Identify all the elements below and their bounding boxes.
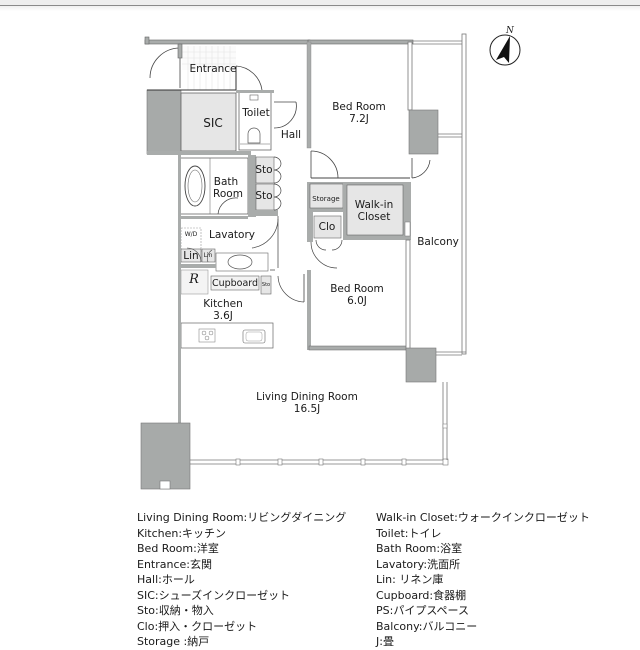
legend-item: Bed Room:洋室 <box>137 542 219 555</box>
room-hall: Hall <box>280 129 302 141</box>
room-bath-line1: Bath <box>213 176 239 188</box>
legend-item: Lin: リネン庫 <box>376 573 444 586</box>
room-linen-1: Lin <box>183 250 199 262</box>
legend-item: Kitchen:キッチン <box>137 526 227 540</box>
entrance-floor <box>182 46 236 90</box>
room-balcony: Balcony <box>417 236 459 248</box>
legend-item: Clo:押入・クローゼット <box>137 619 258 633</box>
legend-left: Living Dining Room:リビングダイニング Kitchen:キッチ… <box>137 510 346 650</box>
room-linen-2: Lin <box>203 252 213 259</box>
room-sto-3: Sto <box>261 282 271 288</box>
room-bath-line2: Room <box>213 188 243 200</box>
legend-item: Toilet:トイレ <box>376 526 442 540</box>
north-compass-icon <box>489 34 521 66</box>
room-cupboard: Cupboard <box>211 278 259 289</box>
room-bedroom-1-size: 7.2J <box>349 113 369 125</box>
top-shade <box>0 6 640 11</box>
room-kitchen-size: 3.6J <box>213 310 233 322</box>
legend-item: Cupboard:食器棚 <box>376 588 467 602</box>
room-entrance: Entrance <box>189 63 237 75</box>
room-walkin-line2: Closet <box>357 211 391 223</box>
floor-plan <box>140 33 467 490</box>
legend-right: Walk-in Closet:ウォークインクローゼット Toilet:トイレ B… <box>376 510 590 650</box>
room-living-dining: Living Dining Room <box>256 391 358 403</box>
legend-item: Bath Room:浴室 <box>376 542 463 555</box>
top-border-bar <box>0 0 640 6</box>
legend-item: J:畳 <box>376 635 394 648</box>
room-clo: Clo <box>318 221 336 233</box>
room-toilet: Toilet <box>242 107 270 119</box>
legend-item: Living Dining Room:リビングダイニング <box>137 511 347 524</box>
room-bedroom-2: Bed Room <box>330 283 384 295</box>
legend-item: Entrance:玄関 <box>137 557 212 571</box>
washer-dryer: W/D <box>184 231 198 238</box>
room-sic: SIC <box>203 116 223 130</box>
legend-item: Lavatory:洗面所 <box>376 557 461 571</box>
legend-item: SIC:シューズインクローゼット <box>137 588 291 602</box>
compass-north-label: N <box>506 26 514 36</box>
refrigerator: R <box>189 272 199 287</box>
legend-item: Sto:収納・物入 <box>137 604 214 617</box>
room-storage: Storage <box>312 195 340 203</box>
legend-item: Storage :納戸 <box>137 635 210 648</box>
room-lavatory: Lavatory <box>208 229 256 241</box>
room-kitchen: Kitchen <box>203 298 243 310</box>
room-sto-2: Sto <box>255 190 273 202</box>
legend-item: Walk-in Closet:ウォークインクローゼット <box>376 511 590 524</box>
room-walkin-line1: Walk-in <box>354 199 394 211</box>
room-bedroom-2-size: 6.0J <box>347 295 367 307</box>
legend-item: PS:パイプスペース <box>376 604 470 617</box>
room-sto-1: Sto <box>255 164 273 176</box>
legend-item: Balcony:バルコニー <box>376 619 478 633</box>
room-bedroom-1: Bed Room <box>332 101 386 113</box>
legend-item: Hall:ホール <box>137 573 195 586</box>
room-living-dining-size: 16.5J <box>293 403 321 415</box>
